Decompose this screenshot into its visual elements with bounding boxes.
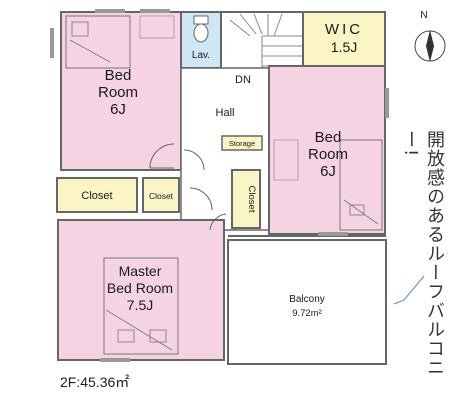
bed-e-label-2: Room [308,146,348,163]
closet-left-label: Closet [81,190,112,202]
balcony-label-2: 9.72m² [292,308,322,319]
master-label-2: Bed Room [107,280,173,296]
compass-icon [414,30,446,62]
bed-nw-label-2: Room [98,84,138,101]
balcony-label-1: Balcony [289,294,325,305]
master-label-3: 7.5J [127,297,153,313]
side-note: 開放感のあるルーフバルコニー! [400,130,445,377]
room-bed-e [268,65,386,235]
closet-mid-label: Closet [149,191,174,201]
master-bed-icon [103,257,179,355]
compass-label: N [420,10,427,21]
hall-label: Hall [216,107,235,119]
bed-e-label-3: 6J [320,163,336,180]
floor-area: 2F:45.36㎡ [60,374,130,390]
storage [221,135,263,151]
master-label-1: Master [119,263,162,279]
wic-label-2: 1.5J [331,39,357,55]
toilet-icon [193,15,209,43]
door-swings [149,143,227,231]
closet-mid [142,177,180,213]
storage-label: Storage [229,139,255,148]
lav-label: Lav. [192,50,210,61]
bed-nw-label-1: Bed [105,67,132,84]
wic-label-1: WIC [325,21,363,38]
closet-right-label: Closet [246,186,257,213]
dn-label: DN [235,74,251,86]
closet-right [231,169,261,229]
balcony [227,239,387,365]
window-marks [50,9,389,362]
closet-left [56,177,138,213]
bed-nw-label-3: 6J [110,101,126,118]
bed-e-label-1: Bed [315,129,342,146]
callout-line [393,275,425,305]
bed-e-icon [339,139,383,231]
room-master [57,219,225,361]
bed-nw-icon [65,15,131,69]
